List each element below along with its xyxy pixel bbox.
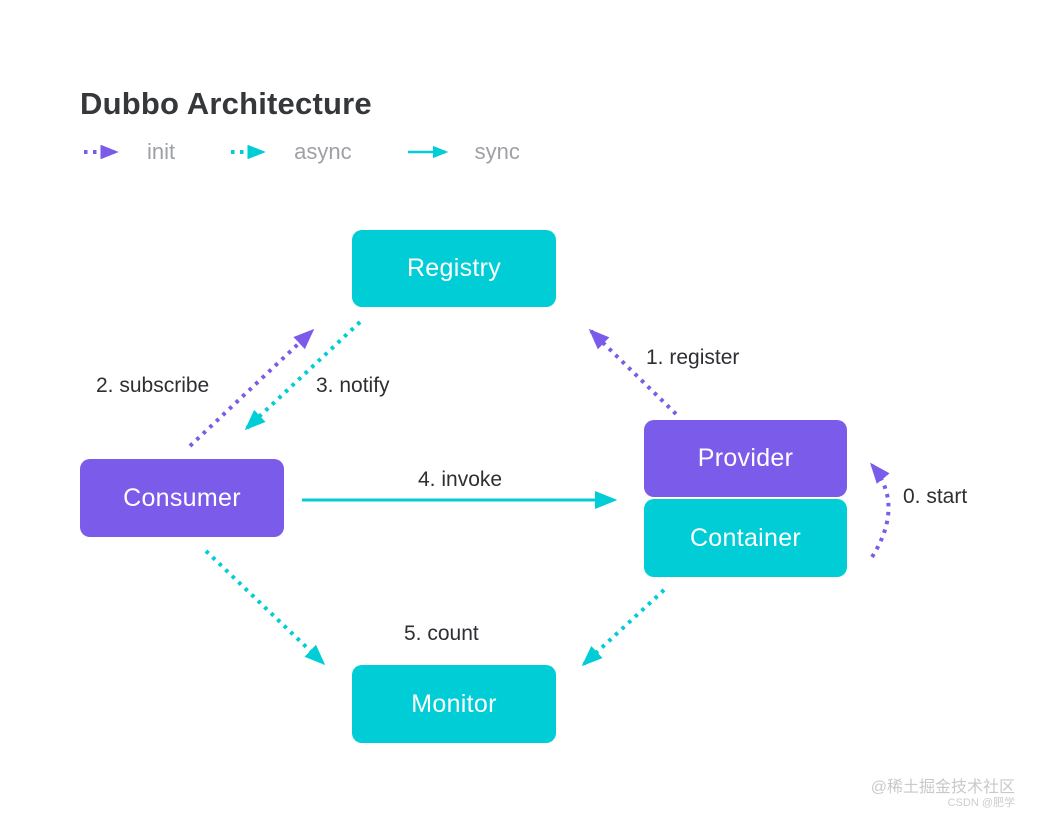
count-arrow-from-container — [581, 588, 666, 667]
legend-label-init: init — [147, 139, 176, 164]
watermark-line2: CSDN @肥学 — [947, 797, 1015, 810]
node-container: Container — [644, 499, 847, 577]
legend-label-async: async — [294, 139, 352, 164]
async-dotted-arrow-icon — [231, 145, 266, 159]
count-arrow-from-consumer — [204, 549, 326, 666]
node-registry: Registry — [352, 230, 556, 307]
start-arrow — [870, 462, 891, 559]
node-provider-label: Provider — [697, 444, 794, 472]
node-container-label: Container — [689, 523, 802, 552]
edge-label-notify: 3. notify — [316, 374, 390, 397]
node-provider: Provider — [644, 420, 847, 497]
edge-label-subscribe: 2. subscribe — [96, 374, 210, 397]
node-monitor-label: Monitor — [411, 689, 497, 718]
legend-item-sync: sync — [406, 139, 520, 165]
register-arrow — [588, 328, 678, 416]
page-title: Dubbo Architecture — [80, 86, 372, 121]
edge-label-register: 1. register — [646, 346, 740, 369]
edge-label-invoke: 4. invoke — [418, 468, 503, 491]
edge-label-count: 5. count — [404, 622, 479, 645]
legend-item-async: async — [229, 139, 352, 165]
watermark-line1: @稀土掘金技术社区 — [870, 779, 1015, 796]
node-monitor: Monitor — [352, 665, 556, 743]
edge-label-start: 0. start — [903, 485, 968, 508]
init-dotted-arrow-icon — [84, 145, 119, 159]
legend-item-init: init — [82, 139, 175, 165]
node-consumer-label: Consumer — [123, 483, 241, 512]
watermark: @稀土掘金技术社区 CSDN @肥学 — [871, 778, 1015, 810]
node-registry-label: Registry — [406, 254, 502, 282]
sync-solid-arrow-icon — [407, 145, 448, 159]
legend-label-sync: sync — [474, 139, 520, 164]
legend: init async sync — [82, 139, 520, 165]
node-consumer: Consumer — [80, 459, 284, 537]
